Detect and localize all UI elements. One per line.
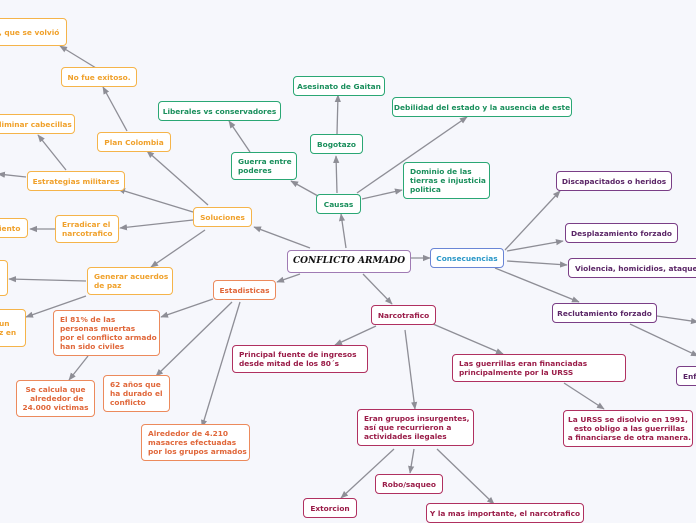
node-extorcion[interactable]: Extorcion [303,498,357,518]
node-liberales-conservadores[interactable]: Liberales vs conservadores [158,101,281,121]
edge-soluciones-generar [150,229,206,268]
edge-center-estadisticas [276,273,301,283]
edge-narco-grupos [404,329,418,410]
edge-soluciones-plan [146,150,209,206]
edge-estad-porcentaje [160,298,214,318]
node-guerra-poderes[interactable]: Guerra entre poderes [231,152,297,180]
edge-guerrillas-urss [563,382,605,410]
node-81-porciento[interactable]: El 81% de las personas muertas por el co… [53,310,160,356]
node-bogotazo[interactable]: Bogotazo [310,134,363,154]
edge-center-narcotrafico [362,273,393,305]
edge-causas-guerra [290,180,319,197]
edge-guerra-liberales [228,120,251,153]
edge-grupos-importante [436,448,495,505]
node-que-se-volvio[interactable]: , que se volvió [0,18,67,46]
edge-conseq-desplazamiento [506,239,564,252]
edge-center-soluciones [253,226,311,249]
edge-porcentaje-calcula [68,355,89,381]
edge-plan-noexitoso [102,86,128,132]
edge-grupos-robo [408,448,415,474]
edge-generar-unzen [25,295,87,318]
edge-causas-bogotazo [333,155,340,194]
node-24000-victimas[interactable]: Se calcula que alrededor de 24.000 victi… [16,380,95,417]
edge-narco-guerrillas [432,323,504,355]
node-asesinato-gaitan[interactable]: Asesinato de Gaitan [293,76,385,96]
node-generar-acuerdos[interactable]: Generar acuerdos de paz [87,267,173,295]
node-narcotrafico[interactable]: Narcotrafico [371,305,436,325]
edge-causas-dominio [361,188,403,200]
node-un-z-en[interactable]: un z en [0,309,26,347]
node-guerrillas-urss[interactable]: Las guerrillas eran financiadas principa… [452,354,626,382]
edge-grupos-extorcion [340,448,395,499]
node-iento[interactable]: iento [0,218,28,238]
edge-causas-debilidad [356,116,468,194]
node-4210-masacres[interactable]: Alrededor de 4.210 masacres efectuadas p… [141,424,250,461]
node-consecuencias[interactable]: Consecuencias [430,248,504,268]
edge-generar-left [8,276,87,283]
edge-bogotazo-asesinato [334,94,341,135]
edge-reclutamiento-enf [629,323,696,357]
edge-reclutamiento-right [656,315,696,325]
node-violencia[interactable]: Violencia, homicidios, ataques [568,258,696,278]
node-causas[interactable]: Causas [316,194,361,214]
node-discapacitados[interactable]: Discapacitados o heridos [556,171,672,191]
edge-soluciones-erradicar [119,219,194,231]
node-narcotrafico-importante[interactable]: Y la mas importante, el narcotrafico [426,503,584,523]
node-grupos-insurgentes[interactable]: Eran grupos insurgentes, así que recurri… [357,409,474,446]
node-estadisticas[interactable]: Estadisticas [213,280,276,300]
node-estrategias-militares[interactable]: Estrategias militares [27,171,125,191]
edge-estad-masacres [201,301,241,428]
edge-narco-fuente [334,325,377,346]
node-erradicar-narcotrafico[interactable]: Erradicar el narcotrafico [55,215,119,243]
edge-conseq-violencia [506,260,568,268]
node-enf[interactable]: Enf [676,366,696,386]
node-urss-disolvio[interactable]: La URSS se disolvio en 1991, esto obligo… [563,410,693,447]
node-reclutamiento[interactable]: Reclutamiento forzado [552,303,657,323]
node-soluciones[interactable]: Soluciones [193,207,252,227]
node-robo-saqueo[interactable]: Robo/saqueo [375,474,443,494]
edge-soluciones-estrategias [117,188,194,213]
edge-estad-anos [155,301,233,377]
edge-estrategias-eliminar [37,134,67,171]
central-topic[interactable]: CONFLICTO ARMADO [287,250,411,273]
edge-estrategias-left [0,171,27,178]
node-plan-colombia[interactable]: Plan Colombia [97,132,171,152]
node-desplazamiento[interactable]: Desplazamiento forzado [565,223,678,243]
node-fuente-ingresos[interactable]: Principal fuente de ingresos desde mitad… [232,345,368,373]
edge-conseq-discapacitados [504,190,561,251]
node-eliminar-cabecillas[interactable]: liminar cabecillas [0,114,75,134]
edge-center-causas [338,213,347,249]
node-62-anos[interactable]: 62 años que ha durado el conflicto [103,375,170,412]
node-dominio-tierras[interactable]: Dominio de las tierras e injusticia poli… [403,162,490,199]
node-left-partial[interactable] [0,260,8,296]
node-debilidad-estado[interactable]: Debilidad del estado y la ausencia de es… [392,97,572,117]
edge-conseq-reclutamiento [494,267,580,303]
edge-noexitoso-quesevolvio [59,45,97,69]
node-no-fue-exitoso[interactable]: No fue exitoso. [61,67,137,87]
